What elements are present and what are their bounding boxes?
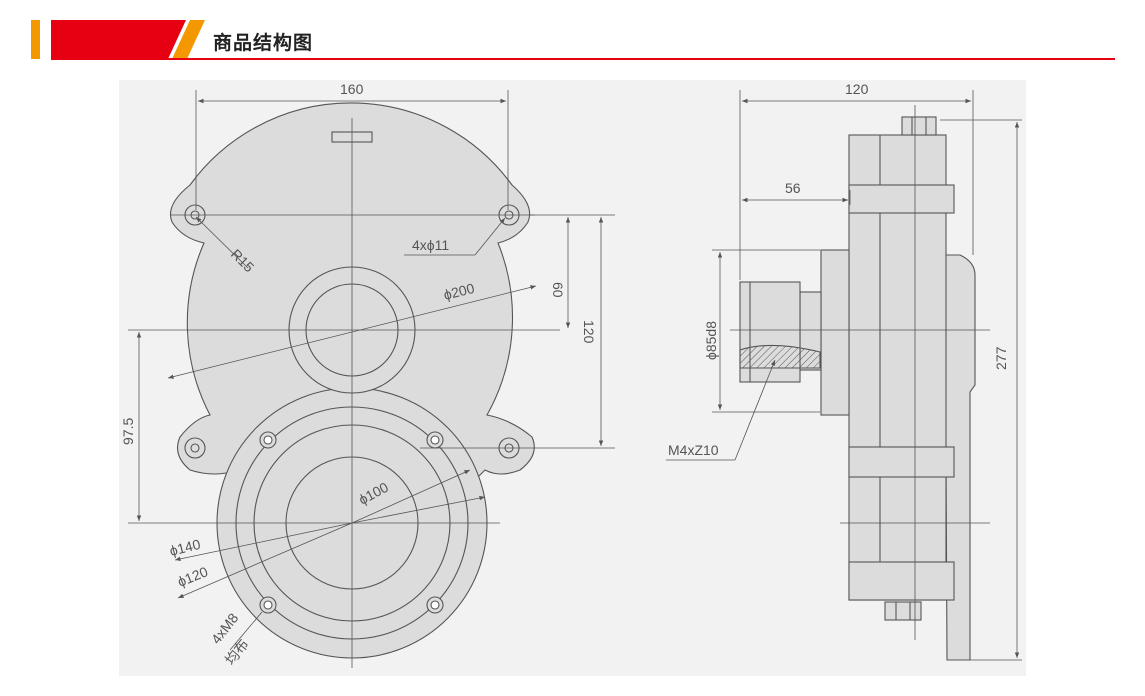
side-view: 120 56 ϕ85d8 277 M4xZ10 (666, 81, 1022, 661)
engineering-drawing: 160 R15 4xϕ11 ϕ200 60 120 97.5 ϕ100 ϕ140… (120, 81, 1022, 668)
dim-120: 120 (581, 320, 597, 344)
side-dim-height-277: 277 (993, 346, 1009, 370)
dim-width-160: 160 (340, 81, 364, 97)
side-center-lines (730, 105, 990, 640)
side-dim-thread: M4xZ10 (668, 442, 719, 458)
header-underline (51, 58, 1115, 60)
front-flange (820, 249, 850, 416)
section-header: 商品结构图 (0, 0, 1145, 62)
dim-97-5: 97.5 (120, 418, 136, 445)
dim-holes-4x11: 4xϕ11 (412, 237, 449, 253)
dim-flange-120: ϕ120 (175, 563, 210, 590)
dim-flange-140: ϕ140 (168, 536, 202, 559)
dimension-lines (136, 90, 615, 651)
upper-rib (848, 184, 955, 214)
bottom-rib (848, 561, 955, 601)
side-dim-shaft: ϕ85d8 (703, 321, 719, 360)
dim-body-dia-200: ϕ200 (442, 280, 476, 303)
header-decoration (31, 20, 1115, 60)
back-plate (944, 254, 976, 661)
bolt-hole-1 (259, 431, 277, 449)
structure-drawing: 160 R15 4xϕ11 ϕ200 60 120 97.5 ϕ100 ϕ140… (119, 80, 1026, 676)
side-dim-width-120: 120 (845, 81, 869, 97)
orange-marker (31, 20, 40, 59)
section-title: 商品结构图 (213, 32, 314, 54)
side-dimension-lines (666, 90, 1022, 661)
red-banner (51, 20, 186, 59)
bolt-hole-4 (426, 596, 444, 614)
top-bolt (901, 116, 937, 136)
mount-hole-bl (184, 437, 206, 459)
orange-slash (172, 20, 205, 59)
bolt-hole-3 (259, 596, 277, 614)
bottom-bolt (884, 601, 922, 621)
lower-rib (848, 446, 955, 478)
side-dim-56: 56 (785, 180, 801, 196)
keyway-section (739, 344, 821, 369)
front-view: 160 R15 4xϕ11 ϕ200 60 120 97.5 ϕ100 ϕ140… (120, 81, 615, 668)
dim-60: 60 (550, 282, 566, 298)
bolt-hole-2 (426, 431, 444, 449)
dim-bolts-note: 均布 (222, 636, 252, 668)
